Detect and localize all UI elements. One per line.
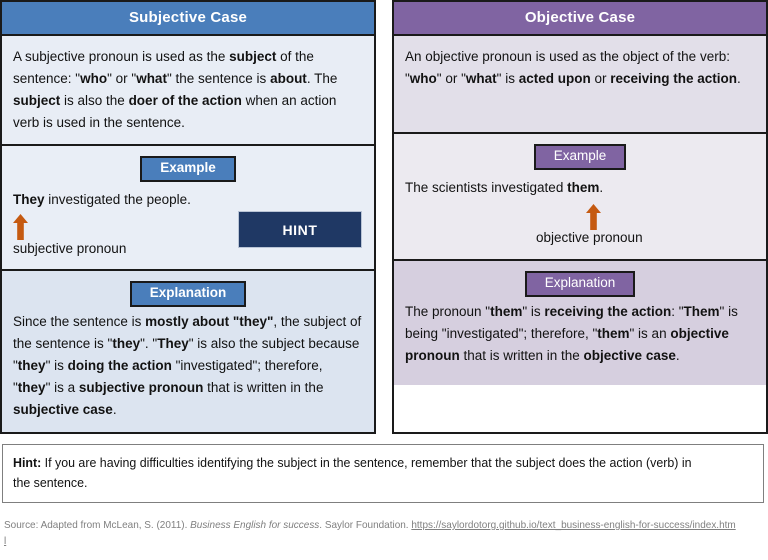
source-citation: Source: Adapted from McLean, S. (2011). … bbox=[4, 518, 737, 550]
objective-example-caption: objective pronoun bbox=[536, 230, 643, 246]
objective-case-column: Objective Case An objective pronoun is u… bbox=[392, 0, 768, 434]
source-url-link[interactable]: https://saylordotorg.github.io/text_busi… bbox=[4, 520, 736, 548]
subjective-explanation-tab-row: Explanation bbox=[13, 281, 363, 308]
objective-arrow-row bbox=[405, 198, 755, 231]
objective-example-sentence: The scientists investigated them. bbox=[405, 179, 604, 195]
subjective-example-left: They investigated the people. subjective… bbox=[13, 190, 191, 258]
objective-case-header: Objective Case bbox=[394, 2, 766, 36]
tab-example-subjective[interactable]: Example bbox=[140, 156, 236, 183]
objective-example-section: Example The scientists investigated them… bbox=[394, 132, 766, 260]
up-arrow-icon bbox=[586, 201, 601, 231]
hint-box-body: If you are having difficulties identifyi… bbox=[13, 455, 692, 490]
subjective-case-column: Subjective Case A subjective pronoun is … bbox=[0, 0, 376, 434]
up-arrow-icon bbox=[13, 213, 28, 240]
subjective-example-tab-row: Example bbox=[13, 156, 363, 183]
hint-box: Hint: If you are having difficulties ide… bbox=[2, 444, 764, 503]
objective-explanation-tab-row: Explanation bbox=[405, 271, 755, 297]
hint-box-label: Hint: bbox=[13, 455, 42, 470]
subjective-explanation-section: Explanation Since the sentence is mostly… bbox=[2, 269, 374, 432]
case-comparison-columns: Subjective Case A subjective pronoun is … bbox=[0, 0, 768, 434]
subjective-definition-text: A subjective pronoun is used as the subj… bbox=[13, 49, 338, 130]
objective-example-tab-row: Example bbox=[405, 144, 755, 170]
subjective-explanation-text: Since the sentence is mostly about "they… bbox=[13, 314, 362, 417]
objective-example-body: The scientists investigated them. object… bbox=[405, 178, 755, 248]
tab-explanation-subjective[interactable]: Explanation bbox=[129, 281, 247, 308]
source-prefix: Source: Adapted from McLean, S. (2011). bbox=[4, 520, 191, 531]
hint-box-text: Hint: If you are having difficulties ide… bbox=[13, 453, 709, 493]
tab-explanation-objective[interactable]: Explanation bbox=[524, 271, 636, 297]
source-title: Business English for success bbox=[190, 520, 320, 531]
subjective-definition-section: A subjective pronoun is used as the subj… bbox=[2, 36, 374, 145]
hint-button[interactable]: HINT bbox=[238, 211, 362, 249]
objective-definition-text: An objective pronoun is used as the obje… bbox=[405, 49, 741, 86]
objective-explanation-text: The pronoun "them" is receiving the acti… bbox=[405, 303, 738, 363]
objective-definition-section: An objective pronoun is used as the obje… bbox=[394, 36, 766, 132]
subjective-example-caption: subjective pronoun bbox=[13, 240, 127, 256]
objective-explanation-section: Explanation The pronoun "them" is receiv… bbox=[394, 259, 766, 386]
source-middle: . Saylor Foundation. bbox=[319, 520, 412, 531]
subjective-case-header: Subjective Case bbox=[2, 2, 374, 36]
subjective-example-body: They investigated the people. subjective… bbox=[13, 190, 363, 258]
tab-example-objective[interactable]: Example bbox=[533, 144, 627, 170]
subjective-example-sentence: They investigated the people. bbox=[13, 192, 191, 208]
subjective-example-section: Example They investigated the people. su… bbox=[2, 144, 374, 270]
